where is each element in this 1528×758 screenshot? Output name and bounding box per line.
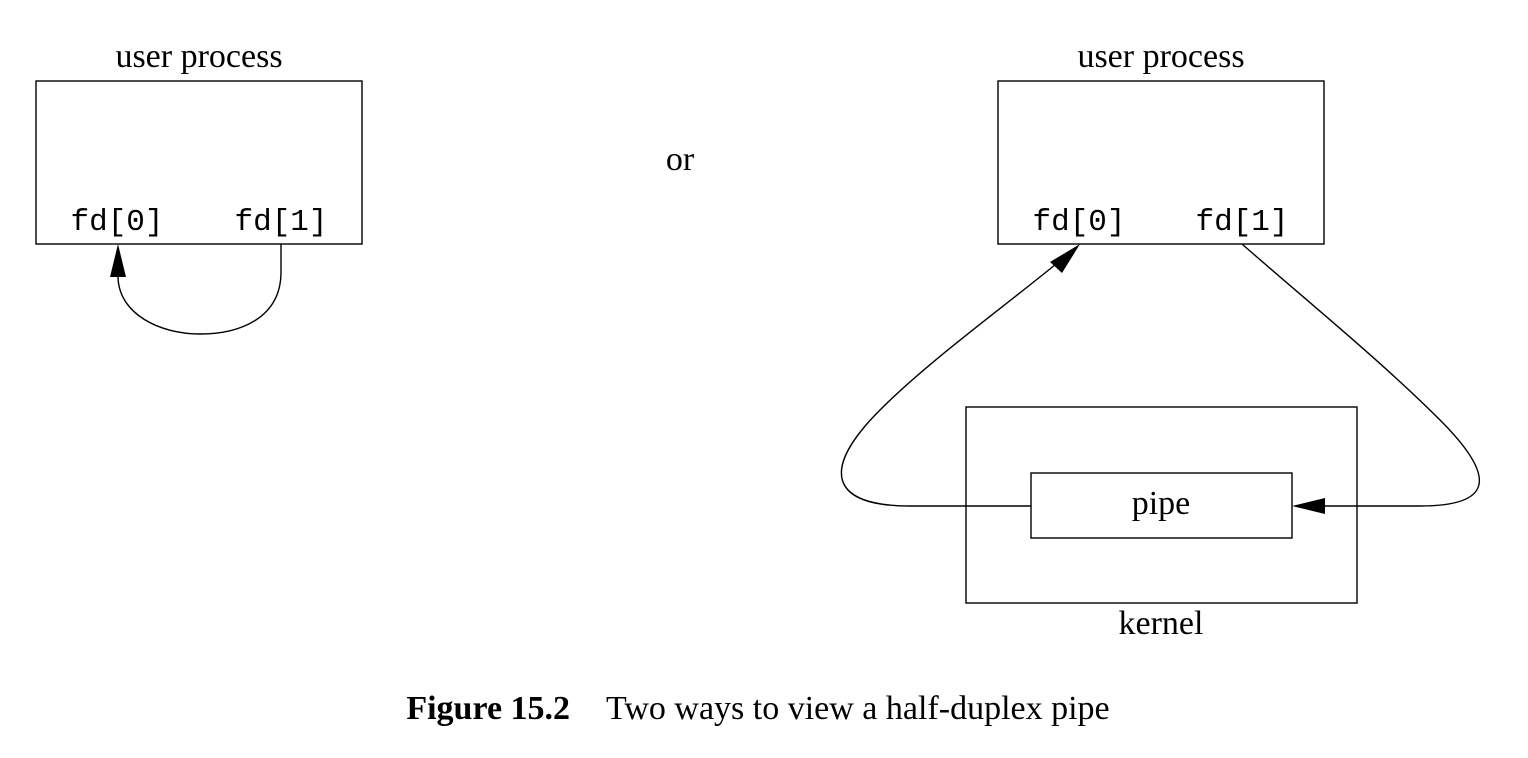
right-process-label: user process [1077, 38, 1244, 75]
figure-caption: Figure 15.2 Two ways to view a half-dupl… [406, 690, 1109, 727]
pipe-input-arrowhead [1292, 498, 1325, 514]
or-separator: or [666, 141, 695, 178]
right-fd0-label: fd[0] [1032, 205, 1125, 240]
pipe-to-fd0-line [840, 259, 1062, 507]
pipe-label: pipe [1132, 485, 1191, 522]
figure-caption-text: Two ways to view a half-duplex pipe [606, 690, 1110, 727]
figure-number: Figure 15.2 [406, 690, 570, 727]
fd0-arrowhead [1050, 244, 1080, 273]
left-fd0-label: fd[0] [70, 205, 163, 240]
kernel-box [965, 406, 1358, 604]
left-process-box [35, 80, 363, 245]
right-fd1-label: fd[1] [1195, 205, 1288, 240]
right-view: user process fd[0] fd[1] kernel pipe [840, 38, 1481, 642]
left-fd1-label: fd[1] [234, 205, 327, 240]
left-loop-arrow-line [117, 244, 282, 335]
left-view: user process fd[0] fd[1] [35, 38, 363, 335]
kernel-label: kernel [1119, 605, 1204, 642]
fd1-to-pipe-line [1241, 243, 1481, 507]
left-loop-arrowhead [110, 244, 126, 277]
right-process-box [997, 80, 1325, 245]
left-process-label: user process [115, 38, 282, 75]
